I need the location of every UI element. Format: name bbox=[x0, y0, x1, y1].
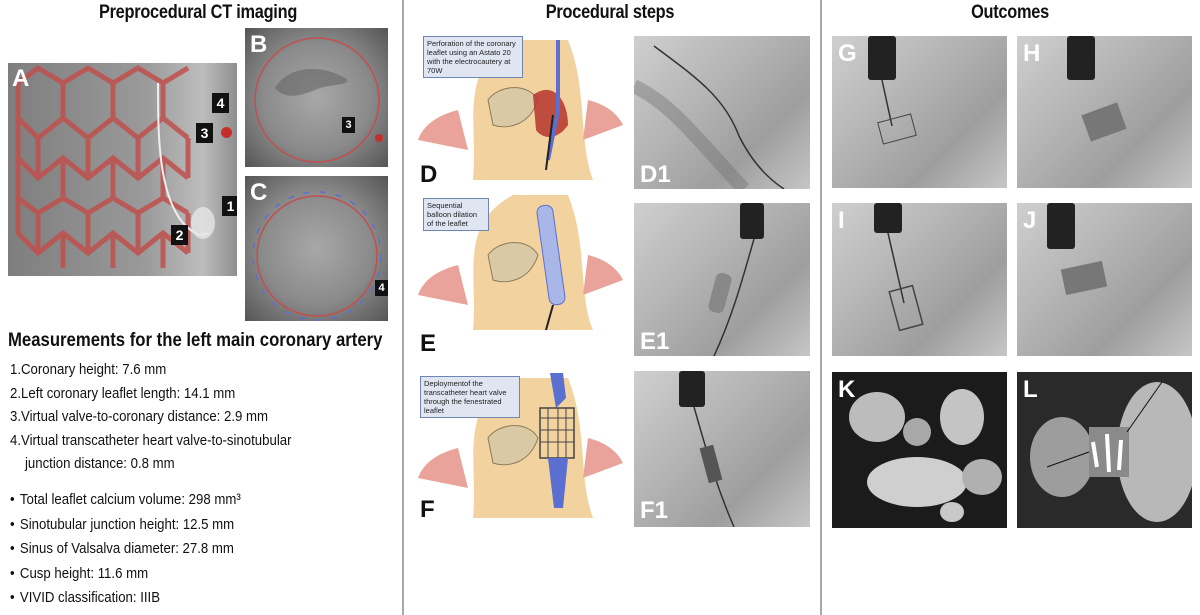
measurement-item: 4.Virtual transcatheter heart valve-to-s… bbox=[10, 431, 292, 449]
bullet-item: Sinotubular junction height: 12.5 mm bbox=[10, 513, 241, 538]
callout-e: Sequential balloon dilation of the leafl… bbox=[423, 198, 489, 231]
column-title-outcomes: Outcomes bbox=[971, 2, 1049, 23]
panel-label-h: H bbox=[1023, 40, 1041, 67]
panel-j-fluoroscopy: J bbox=[1017, 203, 1192, 356]
bullet-item: VIVID classification: IIIB bbox=[10, 586, 241, 611]
panel-h-fluoroscopy: H bbox=[1017, 36, 1192, 188]
summary-bullets: Total leaflet calcium volume: 298 mm³ Si… bbox=[10, 488, 241, 611]
panel-label-b: B bbox=[250, 31, 268, 58]
column-divider-right bbox=[820, 0, 822, 615]
panel-label-k: K bbox=[838, 376, 856, 403]
callout-f: Deploymentof the transcatheter heart val… bbox=[420, 376, 520, 418]
panel-label-e: E bbox=[420, 330, 437, 357]
measurements-list: 1.Coronary height: 7.6 mm 2.Left coronar… bbox=[10, 358, 292, 476]
panel-e1-fluoroscopy: E1 bbox=[634, 203, 810, 356]
bullet-item: Sinus of Valsalva diameter: 27.8 mm bbox=[10, 537, 241, 562]
column-divider-left bbox=[402, 0, 404, 615]
panel-f1-fluoroscopy: F1 bbox=[634, 371, 810, 527]
illustration-d: Perforation of the coronary leaflet usin… bbox=[418, 30, 623, 190]
panel-d1-fluoroscopy: D1 bbox=[634, 36, 810, 189]
panel-k-ct-image: K bbox=[832, 372, 1007, 528]
illustration-f: Deploymentof the transcatheter heart val… bbox=[418, 368, 623, 523]
measurement-item: 3.Virtual valve-to-coronary distance: 2.… bbox=[10, 408, 269, 425]
measurement-item: 1.Coronary height: 7.6 mm bbox=[10, 361, 167, 378]
panel-label-a: A bbox=[12, 65, 30, 92]
tag-a4: 4 bbox=[212, 93, 229, 113]
callout-d: Perforation of the coronary leaflet usin… bbox=[423, 36, 523, 78]
panel-label-j: J bbox=[1023, 207, 1037, 234]
panel-g-fluoroscopy: G bbox=[832, 36, 1007, 188]
bullet-item: Cusp height: 11.6 mm bbox=[10, 562, 241, 587]
tag-b3: 3 bbox=[342, 117, 355, 133]
column-title-steps: Procedural steps bbox=[545, 2, 675, 23]
panel-label-d1: D1 bbox=[640, 161, 671, 188]
measurement-item: junction distance: 0.8 mm bbox=[24, 455, 175, 472]
illustration-e: Sequential balloon dilation of the leafl… bbox=[418, 190, 623, 340]
measurements-title: Measurements for the left main coronary … bbox=[8, 330, 383, 351]
tag-a1: 1 bbox=[222, 196, 237, 216]
panel-b-ct-cross-section: B 3 bbox=[245, 28, 388, 167]
panel-a-stent-overlay: A 4 3 1 2 bbox=[8, 63, 237, 276]
stent-frame-graphic bbox=[15, 64, 215, 268]
bullet-item: Total leaflet calcium volume: 298 mm³ bbox=[10, 488, 241, 513]
panel-c-ct-cross-section: C 4 bbox=[245, 176, 388, 321]
panel-label-d: D bbox=[420, 161, 438, 188]
panel-label-c: C bbox=[250, 179, 268, 206]
measurement-item: 2.Left coronary leaflet length: 14.1 mm bbox=[10, 384, 236, 402]
panel-label-i: I bbox=[838, 207, 845, 234]
coronary-ostium-marker bbox=[221, 127, 232, 138]
panel-label-e1: E1 bbox=[640, 328, 670, 355]
tag-a2: 2 bbox=[171, 225, 188, 245]
panel-label-g: G bbox=[838, 40, 857, 67]
panel-label-l: L bbox=[1023, 376, 1038, 403]
tag-c4: 4 bbox=[375, 280, 388, 296]
panel-label-f1: F1 bbox=[640, 497, 669, 524]
column-title-ct: Preprocedural CT imaging bbox=[98, 2, 298, 23]
panel-i-fluoroscopy: I bbox=[832, 203, 1007, 356]
panel-l-ct-image: L bbox=[1017, 372, 1192, 528]
panel-label-f: F bbox=[420, 496, 435, 523]
tag-a3: 3 bbox=[196, 123, 213, 143]
